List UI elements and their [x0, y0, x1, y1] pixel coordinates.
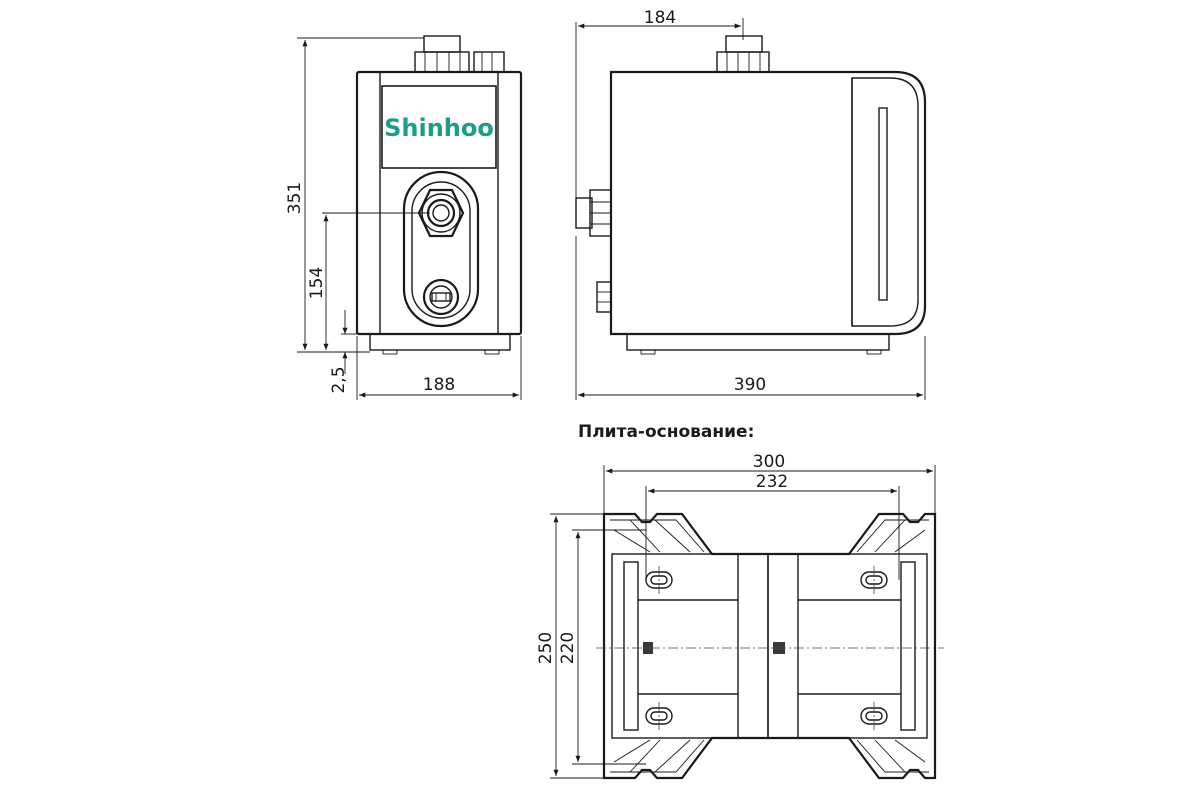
dim-hole-spacing-x: 232: [756, 472, 788, 492]
front-view: Shinhoo: [355, 35, 523, 355]
dim-total-height: 351: [285, 182, 305, 214]
side-vent-slot: [878, 107, 888, 301]
dim-hole-spacing-y: 220: [558, 632, 578, 664]
dim-plate-width: 300: [753, 452, 785, 472]
side-view: [575, 35, 927, 355]
dim-side-length: 390: [734, 375, 766, 395]
side-body-outline: [609, 70, 927, 336]
pressure-switch: [422, 278, 460, 316]
dim-base-gap: 2,5: [329, 366, 349, 393]
side-dimensions: 184 390: [575, 8, 926, 400]
base-plate-dimensions: 300 232 250 220: [536, 452, 936, 779]
base-plate: [596, 512, 944, 780]
front-control-panel: [402, 170, 480, 328]
front-top-fittings: [414, 35, 505, 73]
front-dimensions: 351 154 2,5 188: [285, 37, 522, 400]
base-plate-outline: [602, 512, 937, 780]
dim-inlet-offset: 184: [644, 8, 676, 28]
side-drain-plug: [596, 281, 612, 313]
brand-logo: Shinhoo: [384, 114, 494, 142]
side-inlet: [575, 189, 612, 237]
front-logo-panel: [381, 85, 497, 169]
front-base: [369, 333, 511, 351]
side-top-fittings: [716, 35, 770, 73]
side-base: [626, 333, 890, 351]
base-plate-caption: Плита-основание:: [578, 422, 754, 442]
dim-outlet-height: 154: [307, 267, 327, 299]
dim-plate-depth: 250: [536, 632, 556, 664]
dim-front-width: 188: [423, 375, 455, 395]
